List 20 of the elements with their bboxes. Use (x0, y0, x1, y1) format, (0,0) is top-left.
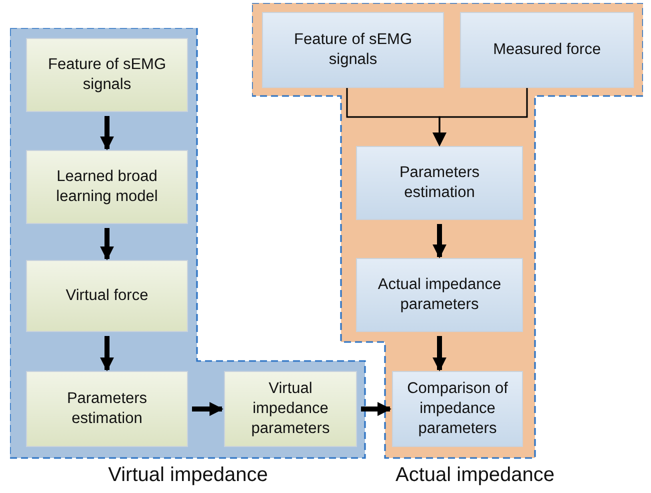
group-heading: Actual impedance (394, 464, 556, 487)
process-box: Parameters estimation (356, 146, 523, 220)
group-heading: Virtual impedance (107, 464, 269, 487)
process-box: Comparison of impedance parameters (392, 371, 523, 447)
process-box: Virtual impedance parameters (224, 371, 357, 447)
process-box: Actual impedance parameters (356, 258, 523, 332)
arrow (432, 336, 446, 372)
arrow (432, 88, 528, 146)
arrow (432, 224, 446, 258)
process-box: Learned broad learning model (26, 150, 188, 224)
arrow (100, 116, 114, 150)
process-box: Feature of sEMG signals (26, 38, 188, 112)
process-box: Virtual force (26, 260, 188, 332)
arrow (361, 402, 392, 416)
arrow (100, 228, 114, 260)
process-box: Feature of sEMG signals (262, 12, 444, 88)
process-box: Parameters estimation (26, 371, 188, 447)
arrow (192, 402, 224, 416)
process-box: Measured force (460, 12, 634, 88)
arrow (100, 336, 114, 372)
